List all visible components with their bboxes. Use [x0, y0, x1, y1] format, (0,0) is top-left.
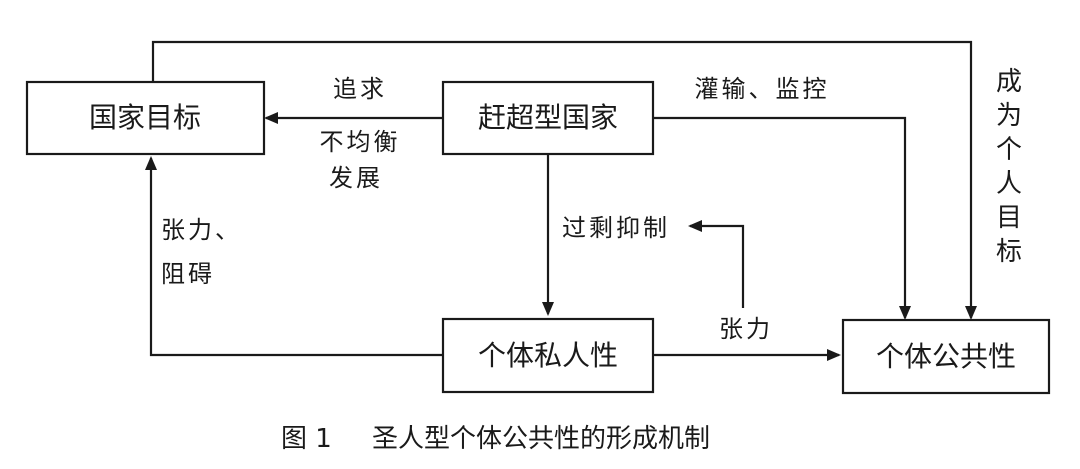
become-goal-connector: [151, 40, 977, 320]
catch-up-state-label: 赶超型国家: [478, 101, 618, 134]
excess-suppression-label: 过剩抑制: [562, 214, 670, 242]
become-goal-char: 个: [996, 135, 1022, 165]
tension-label: 张力: [719, 315, 773, 343]
node-catch-up-state: 赶超型国家: [441, 80, 655, 156]
node-national-goal: 国家目标: [25, 80, 266, 156]
indoctrinate-label: 灌输、监控: [695, 75, 830, 103]
become-goal-char: 为: [996, 101, 1022, 131]
become-goal-char: 人: [996, 169, 1022, 199]
private-nature-label: 个体私人性: [478, 339, 618, 372]
become-goal-char: 标: [996, 237, 1022, 267]
uneven-development-label-1: 不均衡: [320, 128, 401, 156]
indoctrinate-arrow: [653, 116, 911, 320]
tension-obstacle-label-2: 阻碍: [161, 260, 215, 288]
figure-caption: 图 1 圣人型个体公共性的形成机制: [281, 424, 710, 454]
become-goal-label: 成 为 个 人 目 标: [996, 67, 1022, 267]
figure-number: 图 1: [281, 424, 332, 454]
figure-title: 圣人型个体公共性的形成机制: [372, 424, 710, 454]
node-public-nature: 个体公共性: [841, 318, 1051, 395]
node-private-nature: 个体私人性: [441, 317, 655, 394]
tension-obstacle-label-1: 张力、: [161, 216, 242, 244]
pursuit-label: 追求: [333, 75, 387, 103]
become-goal-char: 成: [996, 67, 1022, 97]
national-goal-label: 国家目标: [89, 101, 201, 134]
become-goal-char: 目: [996, 203, 1022, 233]
uneven-development-label-2: 发展: [329, 164, 383, 192]
tension-feedback-arrow: [688, 220, 745, 308]
obstacle-arrow: [145, 156, 443, 357]
public-nature-label: 个体公共性: [876, 340, 1016, 373]
